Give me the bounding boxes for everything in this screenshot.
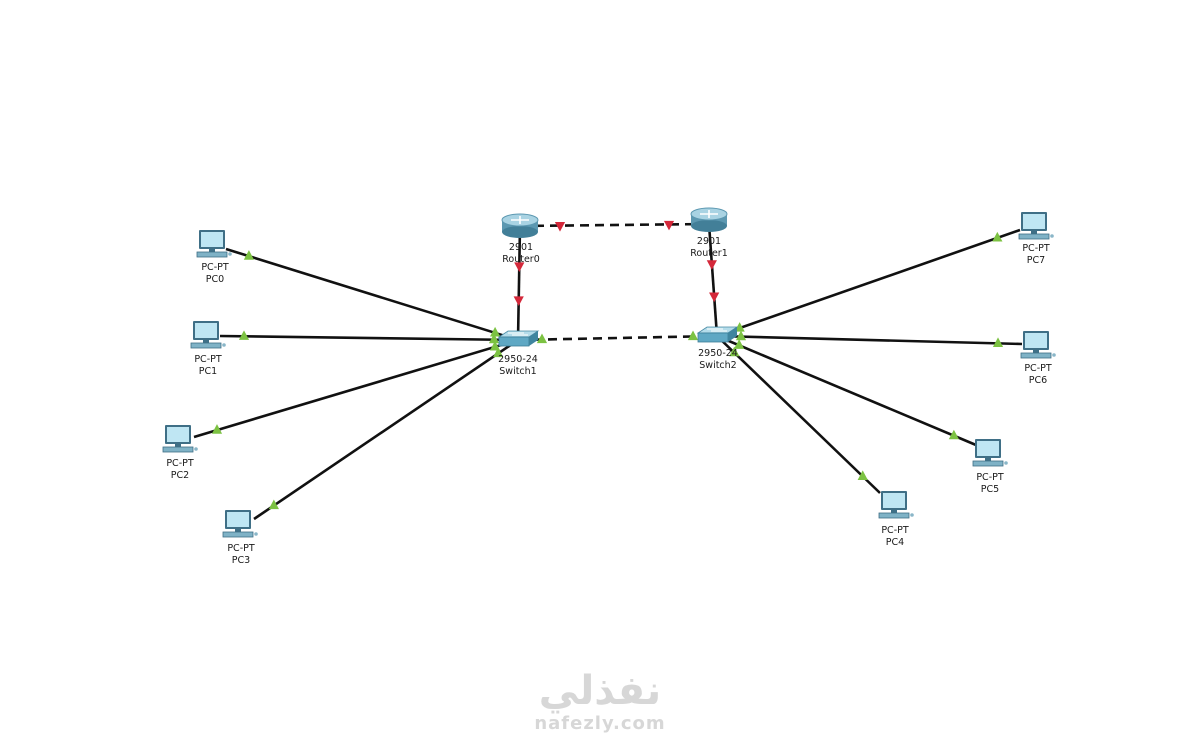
pc3-model-label: PC-PT — [227, 543, 255, 554]
pc7-icon[interactable] — [1018, 212, 1054, 240]
pc5-icon[interactable] — [972, 439, 1008, 467]
pc7-name-label: PC7 — [1026, 255, 1046, 266]
link-status-down-switch1 — [513, 296, 524, 307]
router1-name-label: Router1 — [690, 248, 728, 259]
link-status-down-router1 — [706, 260, 717, 270]
link-status-up-switch2 — [687, 330, 699, 341]
link-status-up-pc3 — [268, 499, 279, 510]
pc3-name-label: PC3 — [231, 555, 251, 566]
link-status-down-router0 — [514, 262, 525, 272]
link-status-up-switch1 — [488, 333, 500, 344]
pc5-name-label: PC5 — [980, 484, 1000, 495]
link-status-up-pc7 — [992, 231, 1003, 242]
router0-model-label: 2901 — [508, 242, 534, 253]
pc6-model-label: PC-PT — [1024, 363, 1052, 374]
link-status-up-switch2 — [735, 330, 747, 341]
switch1-model-label: 2950-24 — [498, 354, 538, 365]
link-status-down-switch2 — [709, 292, 720, 303]
link-status-up-switch2 — [734, 339, 745, 349]
pc0-icon[interactable] — [196, 230, 232, 258]
link-status-up-switch2 — [734, 322, 745, 332]
pc1-icon[interactable] — [190, 321, 226, 349]
pc2-icon[interactable] — [162, 425, 198, 453]
link-status-up-switch2 — [729, 346, 740, 357]
pc0-name-label: PC0 — [205, 274, 225, 285]
link-pc6-switch2 — [716, 334, 1023, 346]
router1-icon[interactable] — [690, 207, 728, 232]
router1-model-label: 2901 — [696, 236, 722, 247]
pc1-model-label: PC-PT — [194, 354, 222, 365]
pc4-model-label: PC-PT — [881, 525, 909, 536]
link-status-up-switch1 — [489, 340, 501, 351]
link-status-up-pc5 — [948, 429, 959, 440]
switch2-icon[interactable] — [696, 326, 739, 343]
link-status-layer — [211, 220, 1004, 510]
link-status-up-pc6 — [992, 337, 1004, 347]
switch1-icon[interactable] — [497, 330, 540, 347]
link-status-up-pc0 — [243, 250, 255, 260]
link-pc5-switch2 — [716, 334, 977, 447]
link-status-up-pc2 — [211, 424, 223, 434]
pc6-icon[interactable] — [1020, 331, 1056, 359]
pc3-icon[interactable] — [222, 510, 258, 538]
pc1-name-label: PC1 — [198, 366, 218, 377]
watermark-arabic: نفذلي — [538, 668, 662, 714]
link-pc4-switch2 — [716, 335, 881, 494]
devices-layer — [162, 207, 1056, 538]
link-switch1-switch2 — [517, 334, 718, 342]
switch1-name-label: Switch1 — [499, 366, 537, 377]
pc2-model-label: PC-PT — [166, 458, 194, 469]
pc4-name-label: PC4 — [885, 537, 905, 548]
pc7-model-label: PC-PT — [1022, 243, 1050, 254]
pc0-model-label: PC-PT — [201, 262, 229, 273]
link-status-down-router1 — [663, 220, 675, 231]
pc6-name-label: PC6 — [1028, 375, 1048, 386]
switch2-name-label: Switch2 — [699, 360, 737, 371]
pc5-model-label: PC-PT — [976, 472, 1004, 483]
link-status-up-switch1 — [493, 347, 504, 358]
links-layer — [193, 222, 1023, 521]
watermark-latin: nafezly.com — [534, 713, 666, 734]
link-router1-switch2 — [707, 223, 719, 337]
link-pc1-switch1 — [219, 334, 519, 342]
link-pc0-switch1 — [225, 247, 519, 342]
pc4-icon[interactable] — [878, 491, 914, 519]
switch2-model-label: 2950-24 — [698, 348, 738, 359]
router0-icon[interactable] — [501, 213, 539, 238]
link-status-up-switch1 — [489, 326, 501, 337]
link-router0-router1 — [519, 222, 710, 228]
link-pc2-switch1 — [193, 338, 519, 439]
link-pc3-switch1 — [253, 338, 519, 521]
link-status-up-pc4 — [857, 470, 868, 480]
link-status-down-router0 — [554, 221, 566, 232]
link-status-up-switch1 — [536, 333, 548, 344]
pc2-name-label: PC2 — [170, 470, 190, 481]
link-pc7-switch2 — [716, 228, 1021, 338]
link-router0-switch1 — [516, 225, 522, 341]
watermark: نفذلي nafezly.com — [520, 668, 680, 734]
link-status-up-pc1 — [238, 330, 250, 340]
router0-name-label: Router0 — [502, 254, 540, 265]
